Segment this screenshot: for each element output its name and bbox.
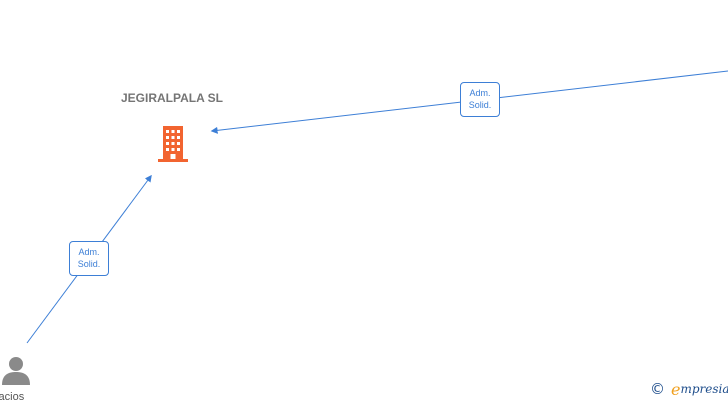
- brand-logo-letter: e: [671, 379, 681, 399]
- relation-label[interactable]: Adm. Solid.: [69, 241, 109, 276]
- copyright-icon: ©: [650, 380, 665, 398]
- relation-label[interactable]: Adm. Solid.: [460, 82, 500, 117]
- brand-logo-text: mpresia: [680, 382, 728, 396]
- brand-logo: © e mpresia: [650, 379, 728, 399]
- person-icon[interactable]: [1, 355, 31, 385]
- person-name[interactable]: alacios: [0, 391, 25, 400]
- relation-label-line1: Adm.: [469, 88, 491, 98]
- relation-label-line1: Adm.: [78, 247, 100, 257]
- company-name[interactable]: JEGIRALPALA SL: [120, 91, 223, 105]
- building-icon[interactable]: [156, 126, 190, 162]
- relation-label-line2: Solid.: [468, 100, 492, 110]
- relation-label-line2: Solid.: [77, 259, 101, 269]
